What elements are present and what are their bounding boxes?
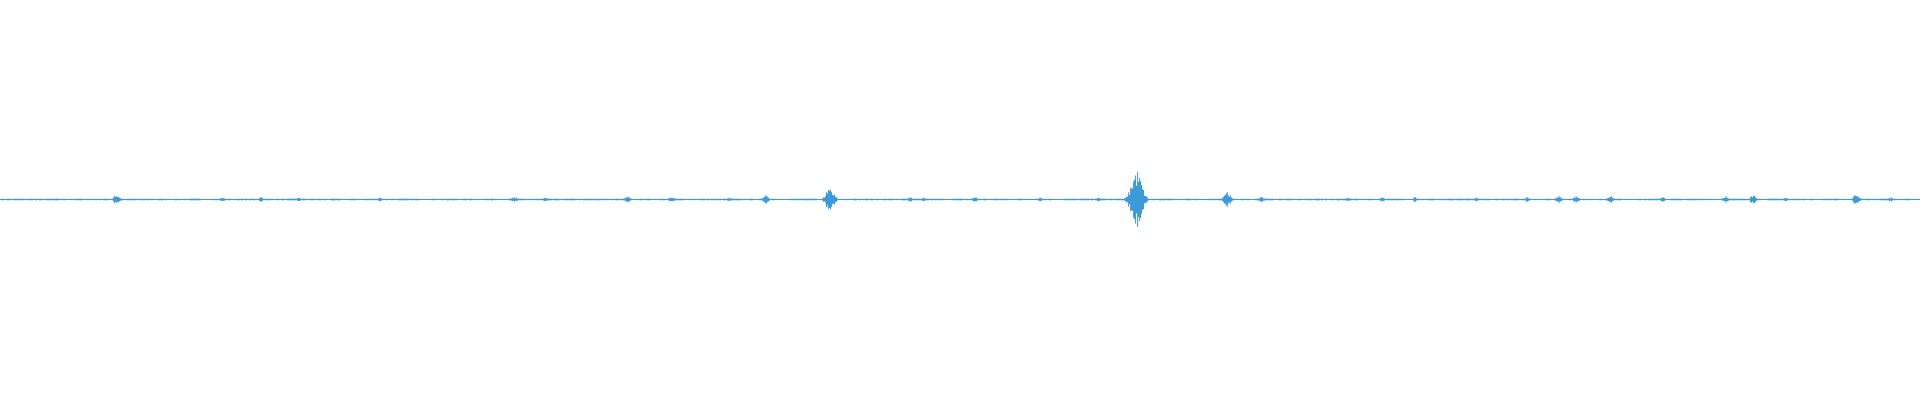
waveform-burst xyxy=(507,197,522,202)
waveform-burst xyxy=(1603,196,1619,203)
waveform-burst xyxy=(1551,195,1567,204)
waveform-burst xyxy=(1745,195,1761,204)
waveform-burst xyxy=(1519,197,1534,202)
waveform-burst xyxy=(902,197,917,202)
waveform-burst xyxy=(825,194,841,205)
waveform-burst xyxy=(253,197,268,202)
waveform-burst xyxy=(1469,197,1484,202)
waveform-burst xyxy=(1033,197,1048,202)
waveform-burst xyxy=(664,197,679,202)
waveform-burst xyxy=(620,196,636,203)
waveform-burst xyxy=(1778,197,1793,202)
waveform-burst xyxy=(215,197,230,202)
waveform-burst xyxy=(292,197,307,202)
waveform-burst xyxy=(758,195,774,204)
waveform-burst xyxy=(1407,197,1422,202)
waveform-noise xyxy=(0,198,1919,201)
waveform-burst xyxy=(111,197,126,202)
waveform-burst xyxy=(722,197,737,202)
waveform-burst xyxy=(1254,197,1268,202)
waveform-burst xyxy=(1217,192,1236,207)
waveform-burst xyxy=(538,197,553,202)
waveform-burst xyxy=(1718,196,1734,203)
waveform-burst xyxy=(1568,196,1584,203)
waveform-burst xyxy=(1340,197,1355,202)
waveform-burst xyxy=(916,197,931,202)
waveform-burst xyxy=(1375,197,1390,202)
waveform-burst xyxy=(1884,197,1898,202)
waveform-burst xyxy=(968,197,983,202)
waveform-burst xyxy=(1091,197,1105,202)
waveform-burst xyxy=(373,197,388,202)
waveform-burst xyxy=(1129,188,1150,211)
waveform-burst xyxy=(1655,197,1670,202)
waveform-signal xyxy=(0,172,1919,227)
waveform-burst xyxy=(1848,194,1865,205)
